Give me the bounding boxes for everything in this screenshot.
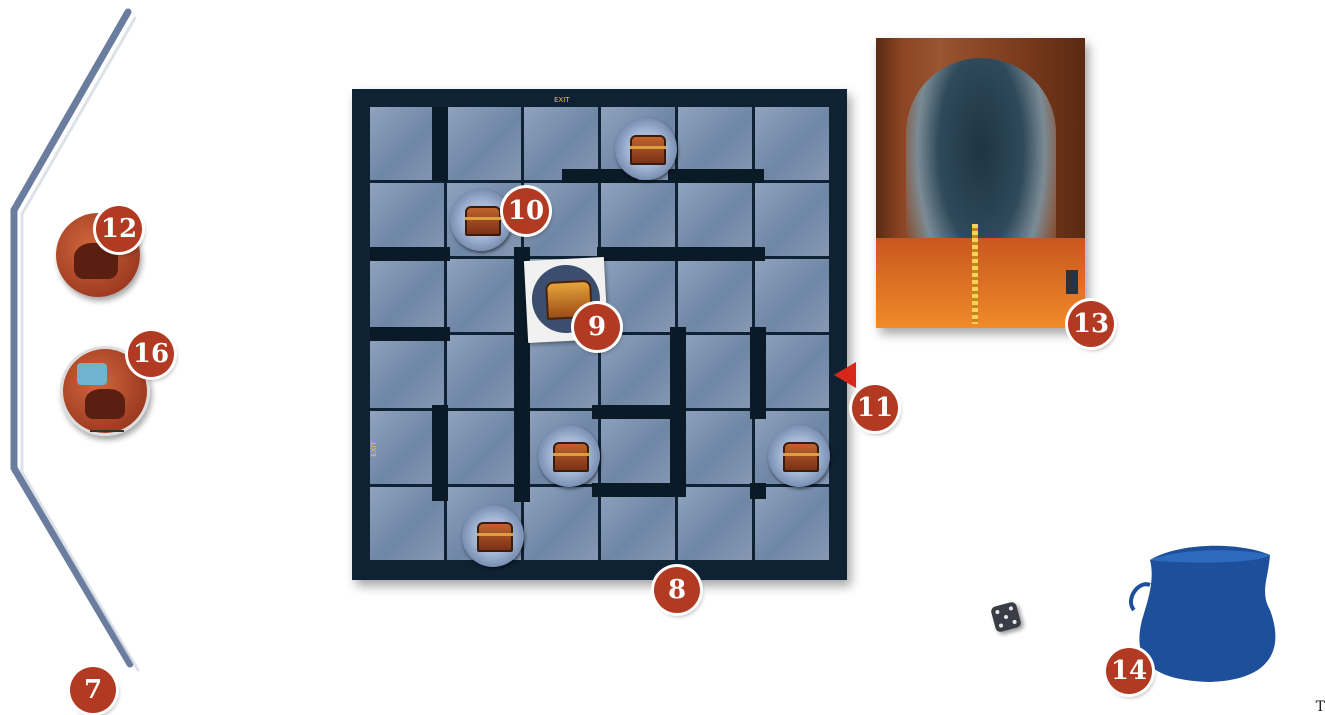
callout-10: 10	[503, 188, 549, 234]
tunnel-floor	[876, 238, 1085, 328]
corner-text: T	[1316, 699, 1325, 715]
board-tile	[524, 487, 598, 560]
board-wall	[432, 405, 448, 501]
board-tile	[755, 183, 829, 256]
board-tile	[755, 335, 829, 408]
board-tile	[447, 107, 521, 180]
die-icon[interactable]	[990, 601, 1022, 633]
callout-7: 7	[70, 667, 116, 713]
card-slot	[1066, 270, 1078, 294]
callout-14: 14	[1106, 648, 1152, 694]
board-tile	[601, 183, 675, 256]
board-tile	[601, 335, 675, 408]
treasure-chest-token[interactable]	[450, 189, 512, 251]
board-tile	[601, 411, 675, 484]
board-tile	[678, 487, 752, 560]
board-tile	[447, 411, 521, 484]
board-wall	[750, 483, 766, 499]
board-tile	[447, 335, 521, 408]
board-tile	[678, 335, 752, 408]
board-wall	[370, 327, 450, 341]
treasure-chest-token[interactable]	[768, 425, 830, 487]
entry-arrow-icon	[832, 360, 858, 390]
treasure-chest-token[interactable]	[462, 505, 524, 567]
callout-9: 9	[574, 304, 620, 350]
treasure-chest-token[interactable]	[538, 425, 600, 487]
board-wall	[592, 483, 684, 497]
board-wall	[750, 327, 766, 419]
board-tile	[370, 259, 444, 332]
board-tile	[601, 487, 675, 560]
board-tile	[678, 259, 752, 332]
callout-12: 12	[96, 206, 142, 252]
callout-16: 16	[128, 331, 174, 377]
exit-label-top: EXIT	[554, 96, 570, 104]
board-tile	[370, 335, 444, 408]
exit-label-left: EXIT	[370, 441, 378, 457]
board-wall	[432, 107, 448, 181]
board-tile	[678, 183, 752, 256]
token-shadow-line	[90, 430, 124, 432]
board-wall	[668, 169, 764, 183]
board-tile	[755, 107, 829, 180]
callout-8: 8	[654, 567, 700, 613]
callout-13: 13	[1068, 301, 1114, 347]
corridor-card[interactable]	[876, 38, 1085, 328]
board-wall	[370, 247, 450, 261]
board-wall	[597, 247, 765, 261]
board-wall	[592, 405, 684, 419]
treasure-map-icon	[77, 363, 107, 385]
board-tile	[678, 411, 752, 484]
treasure-chest-token[interactable]	[615, 118, 677, 180]
character-portrait-icon	[85, 389, 125, 419]
gold-path-icon	[972, 224, 978, 324]
board-tile	[370, 183, 444, 256]
board-tile	[755, 487, 829, 560]
board-tile	[755, 259, 829, 332]
callout-11: 11	[852, 385, 898, 431]
board-tile	[447, 259, 521, 332]
